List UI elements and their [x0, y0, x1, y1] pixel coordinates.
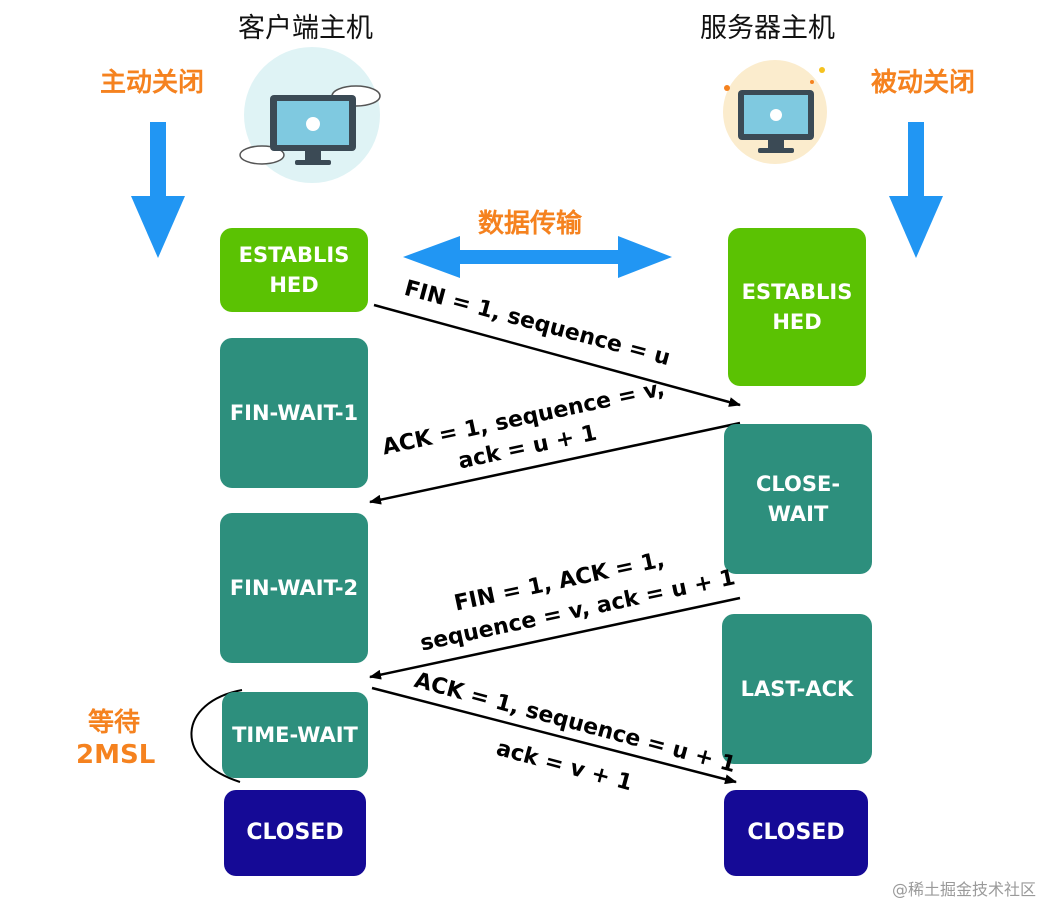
wait-label-line1: 等待	[88, 708, 141, 738]
client-state-time-wait: TIME-WAIT	[222, 692, 368, 778]
client-state-established-label: ESTABLIS HED	[238, 243, 350, 297]
server-state-established: ESTABLIS HED	[728, 228, 866, 386]
client-down-arrow	[131, 122, 185, 258]
client-state-fin-wait-1-label: FIN-WAIT-1	[229, 401, 359, 425]
client-state-time-wait-label: TIME-WAIT	[232, 723, 358, 747]
server-state-established-label: ESTABLIS HED	[741, 280, 853, 334]
server-state-last-ack-label: LAST-ACK	[740, 677, 854, 701]
server-host-title: 服务器主机	[700, 13, 835, 44]
wait-label-line2: 2MSL	[76, 740, 156, 770]
passive-close-label: 被动关闭	[871, 68, 976, 98]
watermark: @稀土掘金技术社区	[892, 880, 1037, 899]
data-transfer-label: 数据传输	[478, 209, 583, 239]
server-down-arrow	[889, 122, 943, 258]
server-state-close-wait-label: CLOSE- WAIT	[755, 472, 841, 526]
server-state-closed: CLOSED	[724, 790, 868, 876]
data-transfer-arrow	[403, 236, 672, 278]
wait-bracket	[190, 689, 243, 783]
fin-ack-arrow	[369, 596, 741, 680]
client-computer-icon	[239, 47, 381, 183]
final-ack-arrow	[371, 686, 737, 785]
server-state-last-ack: LAST-ACK	[722, 614, 872, 764]
client-state-established: ESTABLIS HED	[220, 228, 368, 312]
client-host-title: 客户端主机	[238, 13, 373, 44]
client-state-fin-wait-2: FIN-WAIT-2	[220, 513, 368, 663]
client-state-closed-label: CLOSED	[246, 820, 344, 845]
ack-arrow	[369, 421, 741, 505]
server-computer-icon	[723, 60, 827, 164]
server-state-closed-label: CLOSED	[747, 820, 845, 845]
server-state-close-wait: CLOSE- WAIT	[724, 424, 872, 574]
fin-arrow	[373, 303, 741, 407]
active-close-label: 主动关闭	[100, 68, 205, 98]
client-state-closed: CLOSED	[224, 790, 366, 876]
client-state-fin-wait-2-label: FIN-WAIT-2	[229, 576, 359, 600]
client-state-fin-wait-1: FIN-WAIT-1	[220, 338, 368, 488]
